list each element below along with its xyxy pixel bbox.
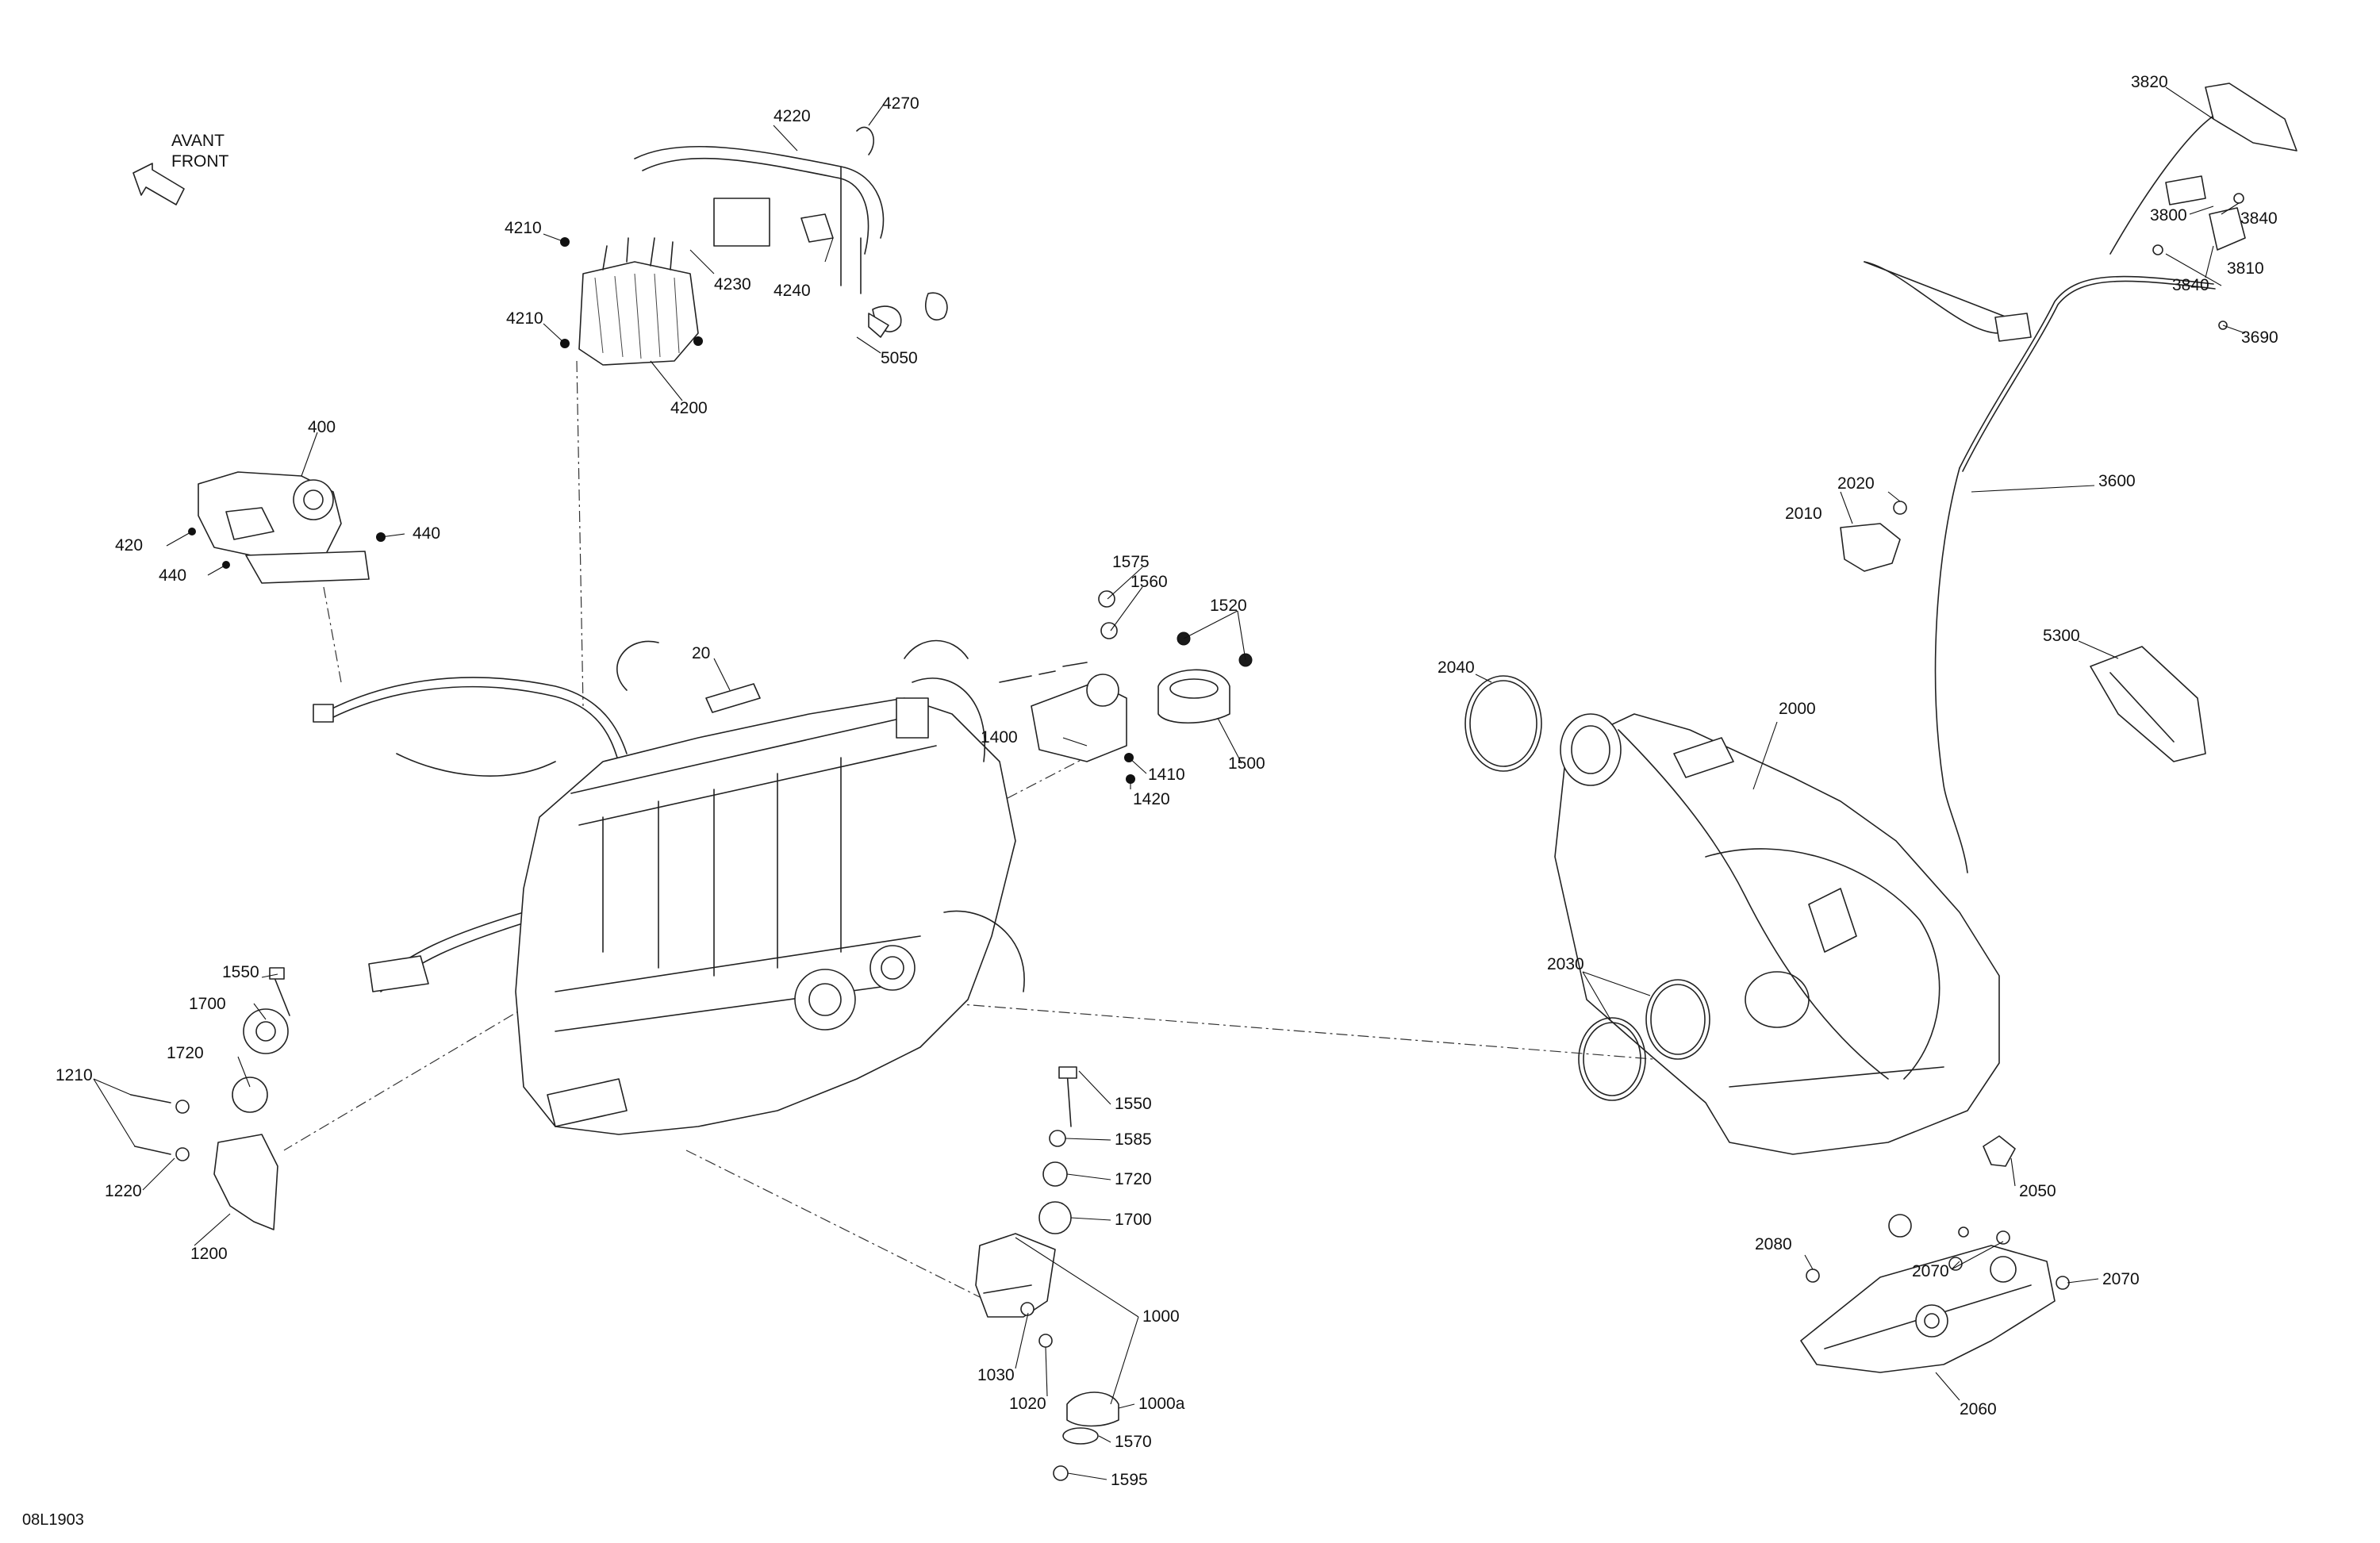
callout-440-right: 440 bbox=[413, 524, 440, 543]
callout-1720-bottom: 1720 bbox=[1115, 1170, 1152, 1188]
callout-4210-bottom: 4210 bbox=[506, 309, 543, 328]
callout-20: 20 bbox=[692, 644, 710, 662]
callout-3810: 3810 bbox=[2227, 259, 2264, 278]
coil-label-sticker bbox=[713, 198, 770, 247]
front-arrow-icon bbox=[132, 163, 185, 205]
callout-2000: 2000 bbox=[1779, 700, 1816, 718]
callout-3820: 3820 bbox=[2131, 73, 2168, 91]
orientation-label-en: FRONT bbox=[171, 152, 228, 171]
callout-1000a: 1000a bbox=[1138, 1395, 1185, 1413]
callout-5050: 5050 bbox=[881, 349, 918, 367]
callout-1700-left: 1700 bbox=[189, 995, 226, 1013]
callout-3840-right: 3840 bbox=[2240, 209, 2278, 228]
callout-4240: 4240 bbox=[774, 282, 811, 300]
callout-400: 400 bbox=[308, 418, 336, 436]
callout-2070-left: 2070 bbox=[1912, 1262, 1949, 1280]
callout-1595: 1595 bbox=[1111, 1471, 1148, 1489]
cover-5300 bbox=[2090, 646, 2206, 762]
callout-1550-left: 1550 bbox=[222, 963, 259, 981]
callout-2080: 2080 bbox=[1755, 1235, 1792, 1253]
callout-4200: 4200 bbox=[670, 399, 708, 417]
callout-2060: 2060 bbox=[1960, 1400, 1997, 1418]
callout-1560: 1560 bbox=[1130, 573, 1168, 591]
callout-1550-bottom: 1550 bbox=[1115, 1095, 1152, 1113]
assembly-lines bbox=[283, 360, 1754, 1302]
callout-1030: 1030 bbox=[977, 1366, 1015, 1384]
callout-1575: 1575 bbox=[1112, 553, 1150, 571]
callout-4230: 4230 bbox=[714, 275, 751, 294]
engine-mount-right bbox=[999, 590, 1253, 784]
callout-1400: 1400 bbox=[981, 728, 1018, 747]
callout-1420: 1420 bbox=[1133, 790, 1170, 808]
diagram-code: 08L1903 bbox=[22, 1511, 84, 1529]
callout-3840-left: 3840 bbox=[2172, 276, 2209, 294]
base-bracket-2060 bbox=[1800, 1135, 2070, 1373]
callout-4270: 4270 bbox=[882, 94, 919, 113]
callout-4220: 4220 bbox=[774, 107, 811, 125]
sensor-2010 bbox=[1840, 501, 1907, 572]
callout-5300: 5300 bbox=[2043, 627, 2080, 645]
callout-2020: 2020 bbox=[1837, 474, 1875, 493]
callout-2010: 2010 bbox=[1785, 505, 1822, 523]
callout-2030: 2030 bbox=[1547, 955, 1584, 973]
callout-1700-bottom: 1700 bbox=[1115, 1211, 1152, 1229]
leader-lines bbox=[93, 86, 2246, 1480]
ignition-coil-assembly bbox=[560, 126, 948, 366]
orientation-label-fr: AVANT bbox=[171, 132, 225, 150]
callout-1220: 1220 bbox=[105, 1182, 142, 1200]
engine-block bbox=[515, 639, 1025, 1135]
callout-1720-left: 1720 bbox=[167, 1044, 204, 1062]
callout-1410: 1410 bbox=[1148, 766, 1185, 784]
throttle-cable bbox=[1864, 83, 2297, 873]
engine-mount-left bbox=[130, 967, 290, 1230]
wiring-harness bbox=[313, 677, 628, 992]
part-20-spacer bbox=[705, 683, 761, 713]
callout-1020: 1020 bbox=[1009, 1395, 1046, 1413]
callout-1210: 1210 bbox=[56, 1066, 93, 1084]
callout-3600: 3600 bbox=[2098, 472, 2136, 490]
hose-clamps bbox=[1464, 675, 1710, 1101]
callout-2040: 2040 bbox=[1438, 658, 1475, 677]
engine-mount-bottom bbox=[975, 1066, 1119, 1481]
callout-440-left: 440 bbox=[159, 566, 186, 585]
callout-1500: 1500 bbox=[1228, 754, 1265, 773]
callout-1000: 1000 bbox=[1142, 1307, 1180, 1326]
callout-3800: 3800 bbox=[2150, 206, 2187, 225]
callout-1570: 1570 bbox=[1115, 1433, 1152, 1451]
callout-1585: 1585 bbox=[1115, 1130, 1152, 1149]
sensor-module-400 bbox=[188, 471, 386, 584]
callout-1520: 1520 bbox=[1210, 597, 1247, 615]
callout-1200: 1200 bbox=[190, 1245, 228, 1263]
callout-420: 420 bbox=[115, 536, 143, 555]
callout-2050: 2050 bbox=[2019, 1182, 2056, 1200]
callout-3690: 3690 bbox=[2241, 328, 2278, 347]
callout-2070-right: 2070 bbox=[2102, 1270, 2140, 1288]
callout-4210-top: 4210 bbox=[505, 219, 542, 237]
intake-silencer bbox=[1554, 713, 2000, 1155]
